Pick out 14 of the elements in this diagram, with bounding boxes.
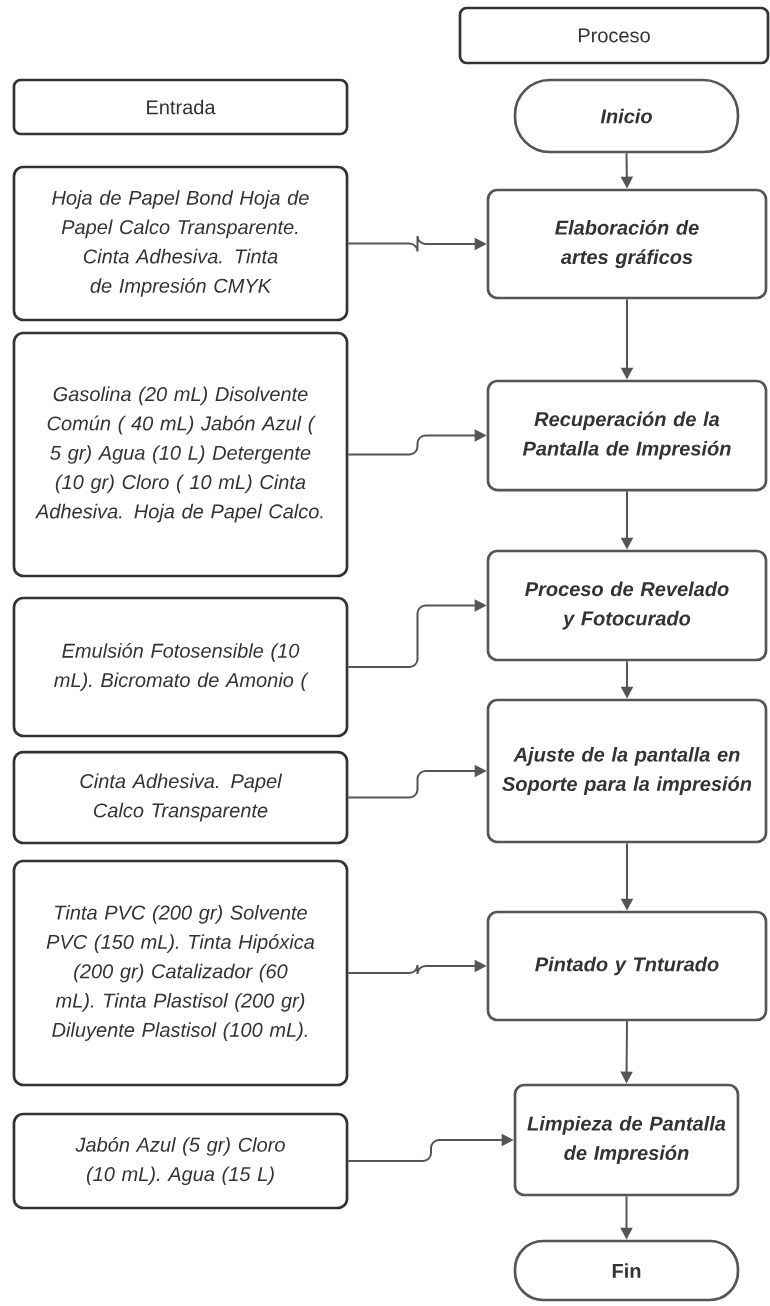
- input-box: Cinta Adhesiva. Papel Calco Transparente: [12, 750, 349, 845]
- process-box: Pintado y Tnturado: [486, 910, 768, 1022]
- header-box: Entrada: [12, 78, 349, 136]
- process-box: Limpieza de Pantalla de Impresión: [513, 1083, 740, 1197]
- input-box: Emulsión Fotosensible (10 mL). Bicromato de Amonio (: [12, 596, 349, 738]
- header-box: Proceso: [458, 6, 770, 65]
- process-box: Ajuste de la pantalla en Soporte para la impresión: [486, 698, 768, 844]
- input-box: Jabón Azul (5 gr) Cloro (10 mL). Agua (15 L): [12, 1112, 349, 1210]
- input-box: Tinta PVC (200 gr) Solvente PVC (150 mL). Tinta Hipóxica (200 gr) Catalizador (60 mL). Tinta Plastisol (200 gr) Diluyente Plastisol (100 mL).: [12, 859, 349, 1087]
- process-box: Proceso de Revelado y Fotocurado: [486, 549, 768, 662]
- process-box: Recuperación de la Pantalla de Impresión: [486, 379, 768, 492]
- input-box: Hoja de Papel Bond Hoja de Papel Calco Transparente. Cinta Adhesiva. Tinta de Impresión CMYK: [12, 165, 349, 322]
- input-box: Gasolina (20 mL) Disolvente Común ( 40 mL) Jabón Azul ( 5 gr) Agua (10 L) Detergente (10 gr) Cloro ( 10 mL) Cinta Adhesiva. Hoja de Papel Calco.: [12, 331, 349, 578]
- process-box: Elaboración de artes gráficos: [486, 188, 768, 300]
